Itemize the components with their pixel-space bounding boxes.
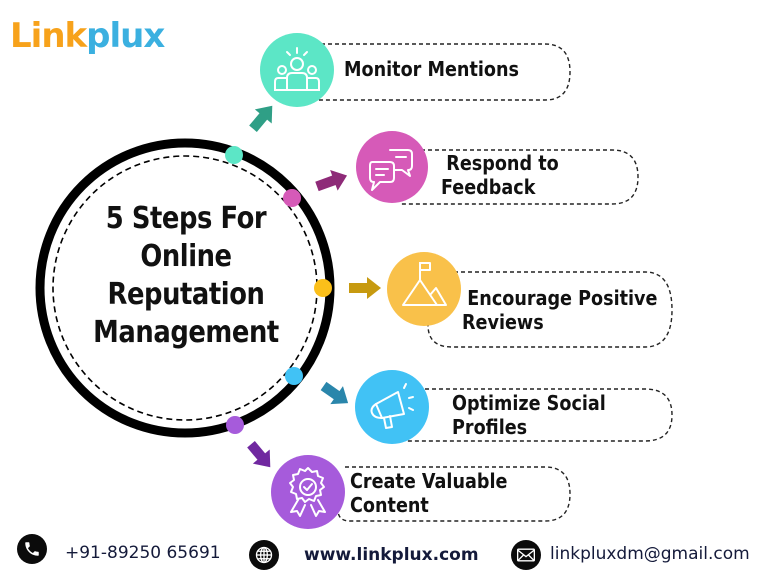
step-4-box — [407, 388, 673, 442]
step-label-line: Monitor Mentions — [344, 57, 520, 81]
step-4-circle — [355, 370, 429, 444]
title-line: Reputation — [107, 277, 265, 312]
email-link[interactable]: linkpluxdm@gmail.com — [550, 544, 750, 564]
ring-dot-4 — [285, 367, 303, 385]
people-icon — [274, 47, 320, 91]
step-5-label: Create Valuable Content — [350, 469, 507, 517]
step-3-circle — [387, 252, 461, 326]
ring-dot-5 — [226, 416, 244, 434]
arrow-step-3 — [349, 277, 381, 299]
step-3-box — [427, 271, 673, 348]
step-2-label: Respond to Feedback — [441, 151, 559, 199]
globe-icon — [249, 540, 279, 570]
step-4-label: Optimize Social Profiles — [452, 391, 606, 439]
step-3-label: Encourage Positive Reviews — [462, 286, 657, 334]
logo-part-link: Link — [10, 16, 87, 56]
phone-icon — [17, 534, 47, 564]
diagram-title: 5 Steps For Online Reputation Management — [81, 200, 291, 352]
step-label-line: Optimize Social — [452, 391, 606, 415]
title-line: Management — [93, 315, 279, 350]
logo-part-plux: plux — [86, 16, 165, 56]
step-1-circle — [260, 33, 334, 107]
linkplux-logo: Linkplux — [10, 16, 165, 56]
title-line: Online — [140, 239, 232, 274]
megaphone-icon — [370, 383, 414, 429]
step-2-box — [400, 149, 639, 205]
phone-number[interactable]: +91-89250 65691 — [65, 543, 221, 563]
award-badge-icon — [289, 467, 326, 517]
step-label-line: Encourage Positive — [467, 286, 658, 310]
step-label-line: Profiles — [452, 415, 528, 439]
step-2-circle — [356, 131, 428, 203]
step-label-line: Respond to — [446, 151, 559, 175]
arrow-step-5 — [247, 441, 271, 468]
step-1-label: Monitor Mentions — [344, 57, 519, 81]
ring-dot-2 — [283, 189, 301, 207]
arrow-step-1 — [249, 105, 273, 132]
step-5-box — [337, 466, 571, 522]
step-label-line: Content — [350, 493, 429, 517]
step-label-line: Reviews — [462, 310, 544, 334]
ring-dot-3 — [314, 279, 332, 297]
arrow-step-2 — [315, 169, 348, 192]
arrow-step-4 — [320, 381, 349, 405]
mountain-flag-icon — [402, 262, 447, 306]
chat-bubbles-icon — [369, 149, 413, 191]
step-5-circle — [271, 455, 345, 529]
step-1-box — [300, 43, 571, 101]
email-icon — [511, 540, 541, 570]
ring-dot-1 — [225, 146, 243, 164]
step-label-line: Create Valuable — [350, 469, 508, 493]
title-line: 5 Steps For — [105, 201, 267, 236]
step-label-line: Feedback — [441, 175, 536, 199]
website-link[interactable]: www.linkplux.com — [304, 545, 479, 565]
